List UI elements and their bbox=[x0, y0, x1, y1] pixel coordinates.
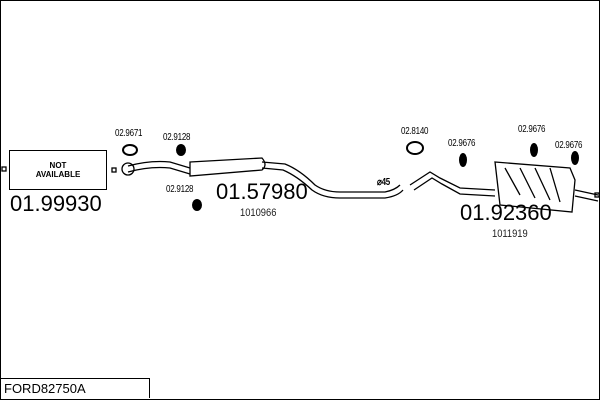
left-marker bbox=[1, 166, 7, 172]
not-available-text: NOT bbox=[49, 161, 67, 170]
tail-pipe bbox=[574, 189, 599, 202]
hanger-mount bbox=[530, 143, 538, 157]
accessory-label: 02.9128 bbox=[166, 184, 194, 195]
middle-pipe bbox=[261, 161, 404, 199]
clamp bbox=[406, 141, 424, 155]
center-muffler bbox=[189, 157, 266, 177]
part-ref: 1011919 bbox=[492, 228, 528, 240]
accessory-label: 02.9676 bbox=[555, 140, 583, 151]
accessory-label: 02.9676 bbox=[448, 138, 476, 149]
accessory-label: 02.8140 bbox=[401, 126, 429, 137]
rubber-mount bbox=[176, 144, 186, 156]
part-ref: 1010966 bbox=[240, 207, 277, 219]
flange bbox=[121, 162, 135, 176]
part-number: 01.57980 bbox=[216, 179, 308, 204]
rear-pipe bbox=[409, 171, 496, 197]
rear-muffler bbox=[494, 161, 576, 213]
accessory-label: 02.9671 bbox=[115, 128, 143, 139]
gasket bbox=[122, 144, 138, 156]
front-pipe bbox=[127, 160, 191, 175]
pipe-end-marker bbox=[111, 167, 117, 173]
accessory-label: 02.9128 bbox=[163, 132, 191, 143]
accessory-label: 02.9676 bbox=[518, 124, 546, 135]
hanger-mount bbox=[459, 153, 467, 167]
not-available-box: NOT AVAILABLE bbox=[9, 150, 107, 190]
pipe-diameter: ⌀45 bbox=[377, 177, 390, 188]
hanger-mount bbox=[571, 151, 579, 165]
part-number: 01.92360 bbox=[460, 200, 552, 225]
rubber-mount bbox=[192, 199, 202, 211]
not-available-text: AVAILABLE bbox=[35, 170, 81, 179]
part-number: 01.99930 bbox=[10, 191, 102, 216]
footer-code: FORD82750A bbox=[0, 378, 150, 398]
